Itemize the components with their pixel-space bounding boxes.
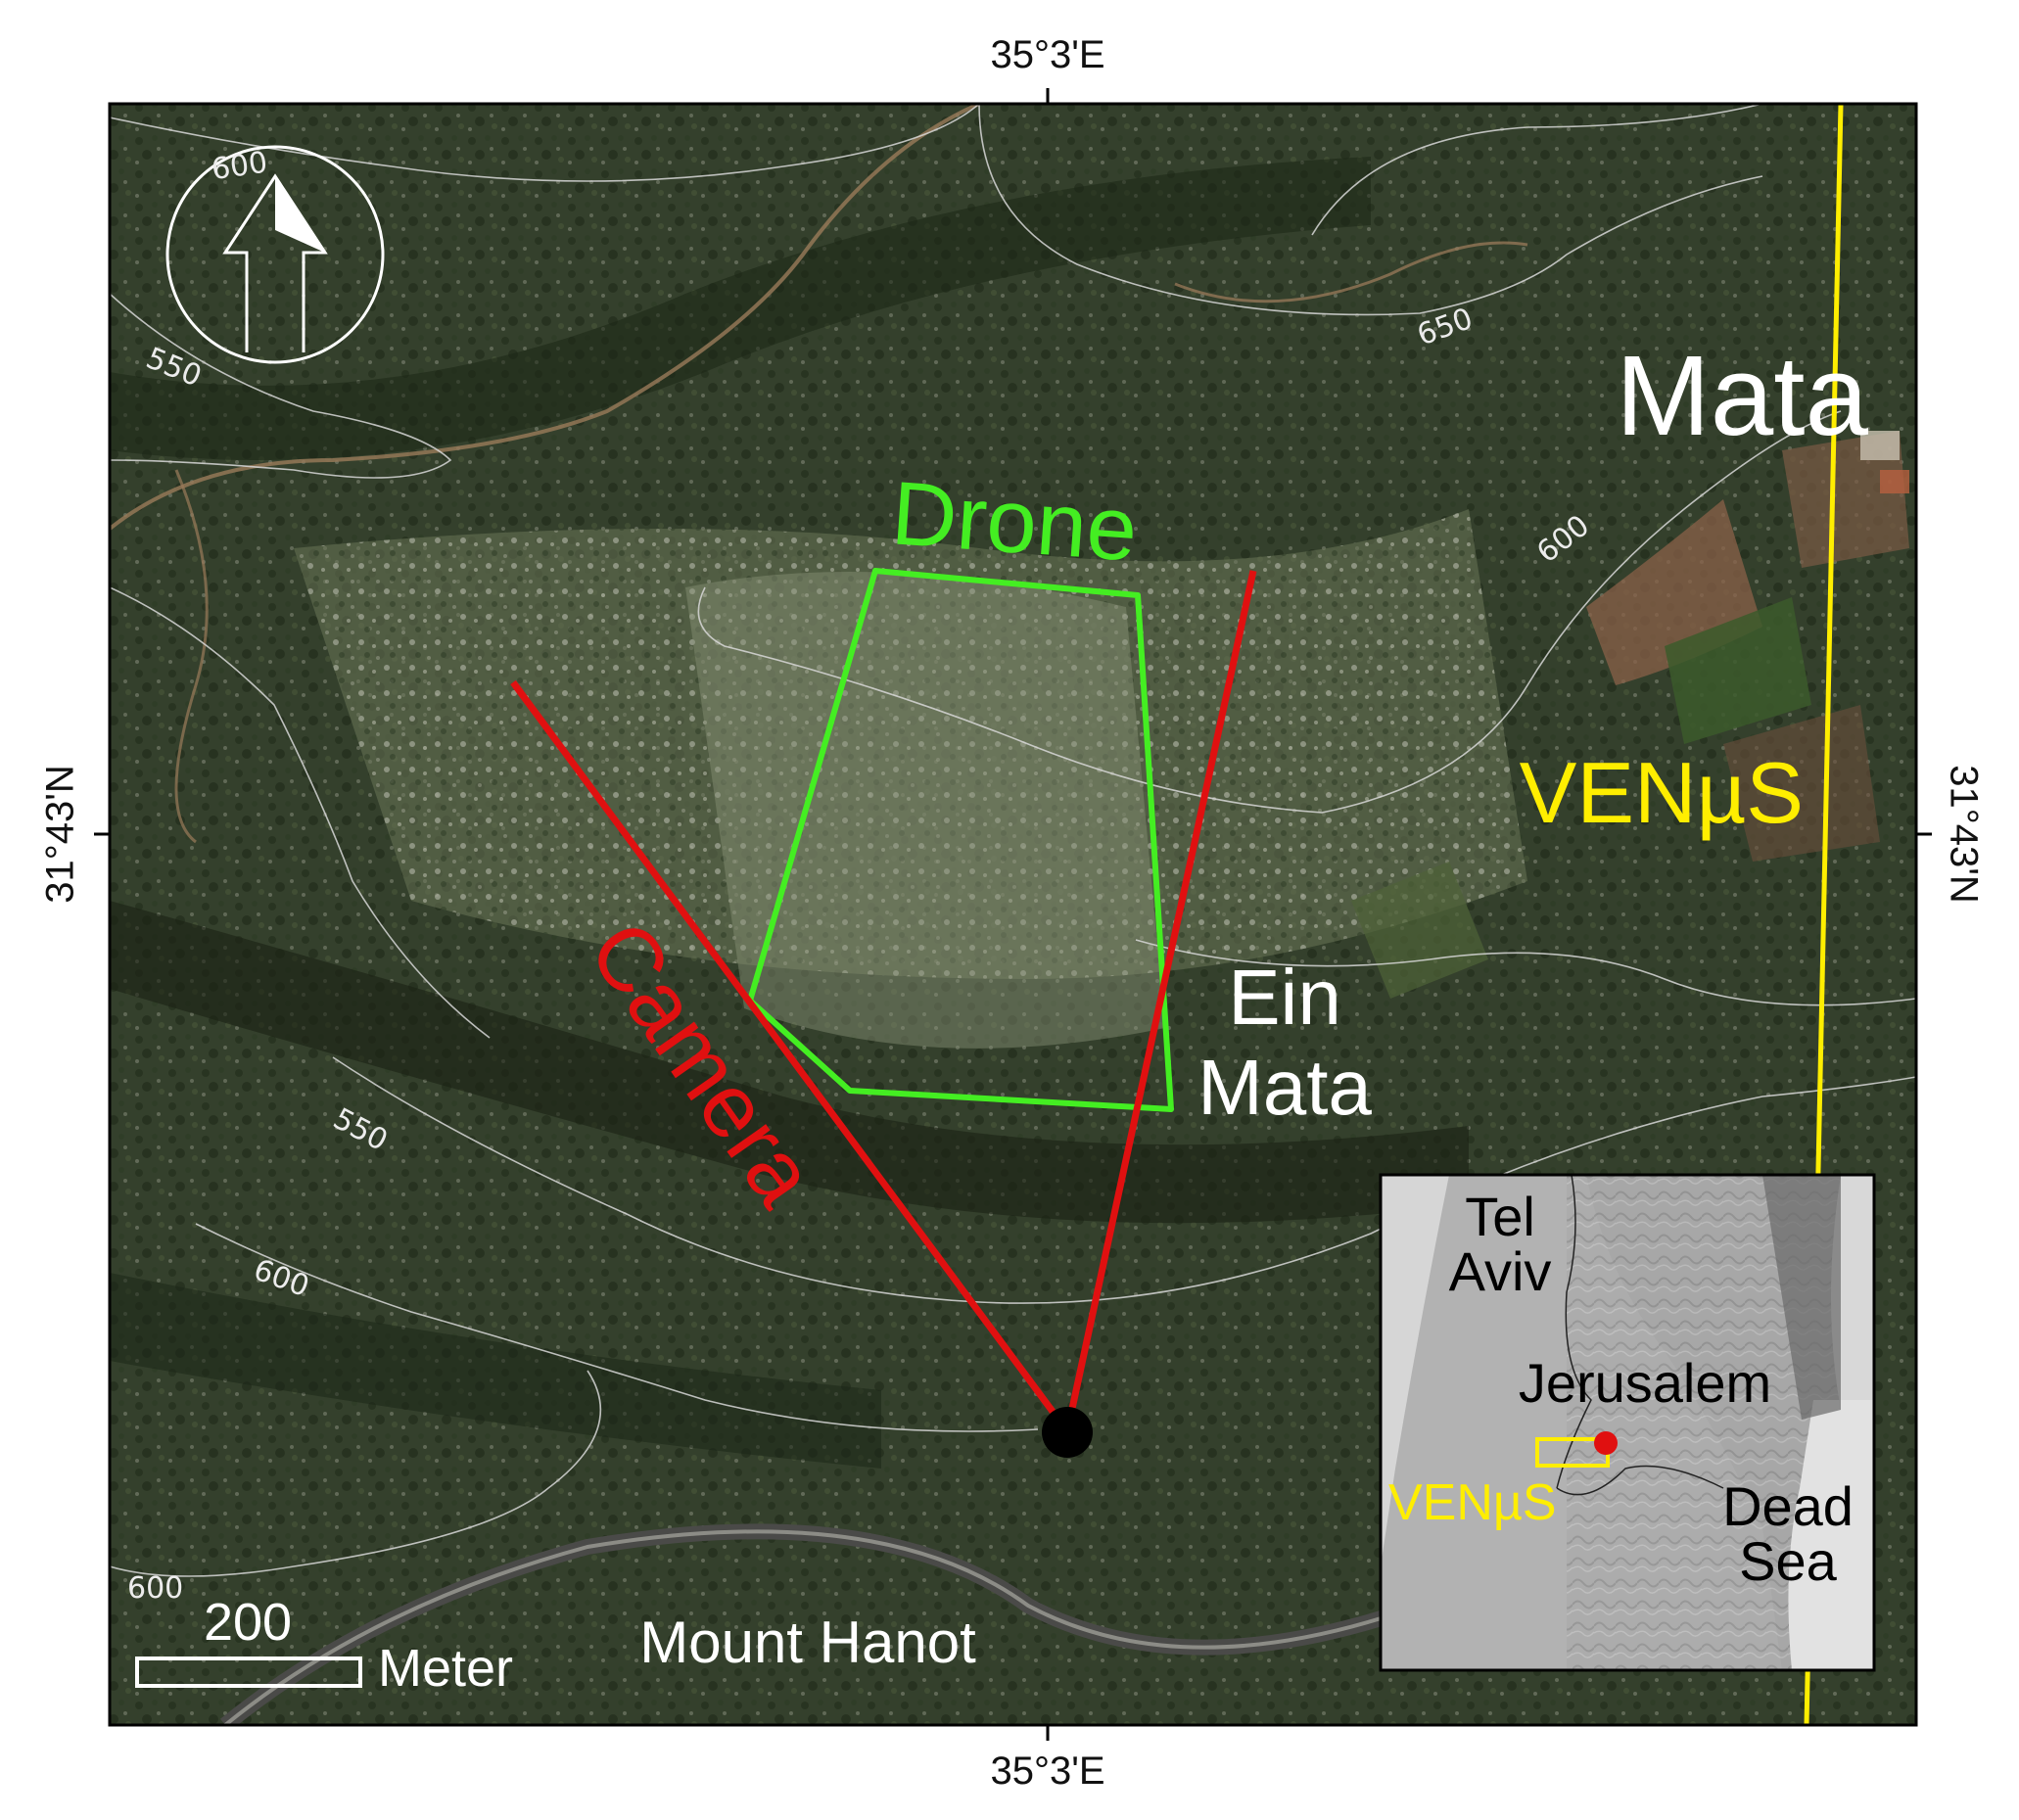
contour-label: 600	[210, 146, 270, 188]
scale-bar: 200 Meter	[135, 1593, 513, 1698]
bottom-longitude-label: 35°3'E	[990, 1750, 1105, 1793]
aerial-imagery	[110, 104, 1916, 1725]
north-arrow-icon	[165, 145, 385, 364]
inset-dead-sea-label-line1: Dead	[1722, 1475, 1854, 1537]
drone-area-polygon	[747, 568, 1174, 1112]
scale-bar-unit: Meter	[378, 1639, 513, 1698]
graticule-ticks	[94, 88, 1932, 1741]
location-dot-icon	[1594, 1431, 1618, 1455]
drone-label: Drone	[889, 463, 1141, 580]
inset-dead-sea-label-line2: Sea	[1739, 1530, 1837, 1592]
top-longitude-label: 35°3'E	[990, 33, 1105, 76]
contour-lines	[110, 104, 1916, 1577]
inset-tel-aviv-label-line1: Tel	[1465, 1186, 1535, 1247]
contour-label: 600	[127, 1571, 183, 1606]
venus-label: VENµS	[1520, 744, 1804, 841]
ein-mata-label-line2: Mata	[1197, 1044, 1372, 1131]
mount-hanot-label: Mount Hanot	[639, 1610, 976, 1675]
inset-venus-label: VENµS	[1388, 1474, 1557, 1531]
mata-village-label: Mata	[1616, 332, 1868, 459]
camera-position-icon	[1042, 1407, 1093, 1458]
ein-mata-label-line1: Ein	[1228, 954, 1341, 1041]
scale-bar-value: 200	[204, 1593, 292, 1652]
inset-map: Tel Aviv Jerusalem Dead Sea VENµS	[1379, 1173, 1876, 1672]
inset-jerusalem-label: Jerusalem	[1519, 1352, 1771, 1414]
inset-tel-aviv-label-line2: Aviv	[1449, 1240, 1552, 1302]
map-frame	[108, 102, 1918, 1727]
